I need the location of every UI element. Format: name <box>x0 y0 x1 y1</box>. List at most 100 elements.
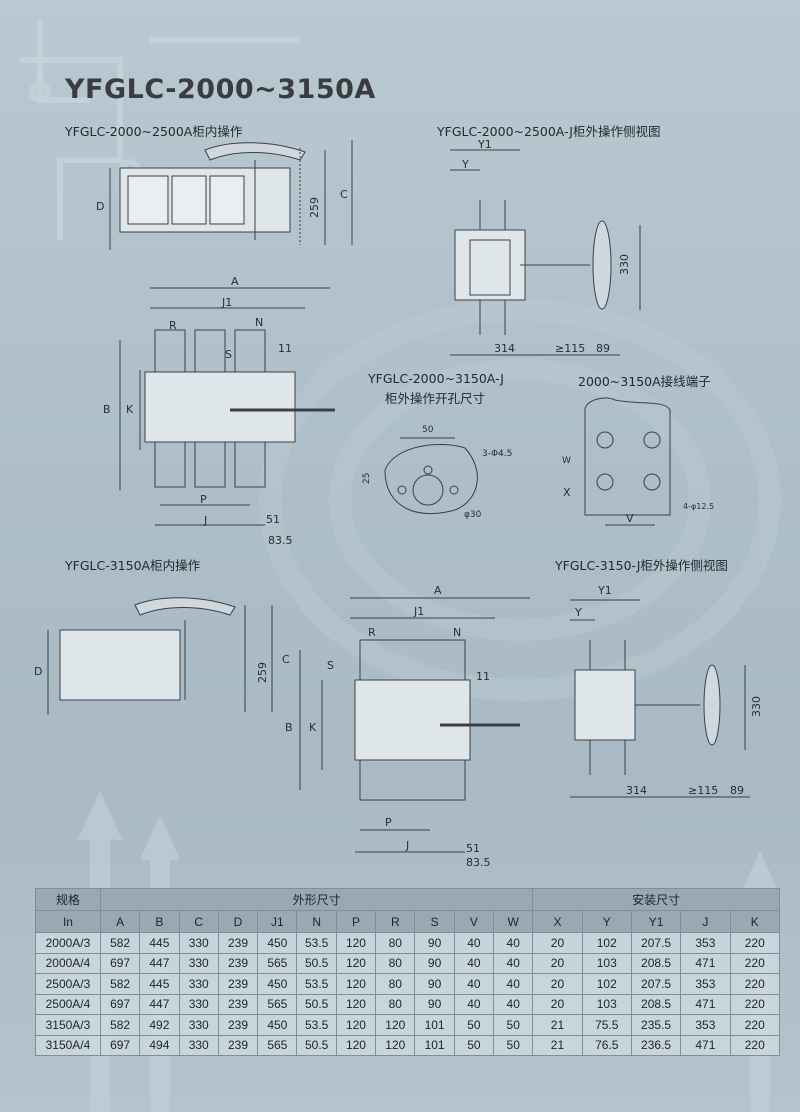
table-cell: 50.5 <box>296 952 337 974</box>
column-header: In <box>35 910 101 933</box>
table-cell: 120 <box>335 993 377 1015</box>
drawing-3150a-inner-top <box>47 597 273 715</box>
dim-label: V <box>626 512 634 525</box>
table-cell: 208.5 <box>630 993 682 1015</box>
column-header: R <box>375 910 416 933</box>
dim-label: 3-Φ4.5 <box>482 449 513 459</box>
table-cell: 697 <box>99 1034 141 1056</box>
drawing-3150-j-side <box>570 599 750 798</box>
table-cell: 353 <box>680 1014 731 1036</box>
dim-label: 330 <box>750 696 763 717</box>
dim-label: P <box>385 816 392 829</box>
table-cell: 582 <box>99 932 141 954</box>
table-cell: 76.5 <box>581 1034 632 1056</box>
table-cell: 330 <box>178 932 219 954</box>
table-cell: 447 <box>139 993 180 1015</box>
row-label: 3150A/3 <box>35 1014 101 1036</box>
table-cell: 40 <box>493 932 534 954</box>
dim-label: Y1 <box>478 138 492 151</box>
table-cell: 697 <box>99 993 141 1015</box>
dim-label: 314 <box>626 784 647 797</box>
table-cell: 450 <box>257 932 298 954</box>
page-title: YFGLC-2000~3150A <box>65 74 376 105</box>
table-cell: 53.5 <box>296 932 337 954</box>
column-header: C <box>178 910 219 933</box>
dim-label: S <box>327 659 334 672</box>
table-cell: 220 <box>729 973 780 995</box>
table-cell: 90 <box>414 973 455 995</box>
table-cell: 50 <box>453 1014 495 1036</box>
table-cell: 330 <box>178 1014 219 1036</box>
table-cell: 239 <box>217 952 259 974</box>
dim-label: P <box>200 493 207 506</box>
table-cell: 90 <box>414 993 455 1015</box>
dim-label: Y1 <box>598 584 612 597</box>
table-cell: 494 <box>139 1034 180 1056</box>
table-cell: 239 <box>217 932 259 954</box>
drawing-3150a-front <box>299 597 530 853</box>
table-cell: 220 <box>729 1034 780 1056</box>
caption-cutout-1: YFGLC-2000~3150A-J <box>368 371 504 386</box>
caption-3150a-inner: YFGLC-3150A柜内操作 <box>65 558 201 573</box>
header-spec: 规格 <box>35 888 101 911</box>
drawing-2500a-j-side <box>450 149 641 356</box>
table-cell: 50 <box>493 1034 534 1056</box>
header-outline-dimensions: 外形尺寸 <box>99 888 534 911</box>
dim-label: B <box>103 403 111 416</box>
table-cell: 445 <box>139 973 180 995</box>
table-cell: 80 <box>375 932 416 954</box>
dim-label: K <box>309 721 317 734</box>
table-cell: 40 <box>453 993 495 1015</box>
table-cell: 40 <box>453 973 495 995</box>
dim-label: D <box>96 200 105 213</box>
table-cell: 20 <box>532 932 583 954</box>
table-cell: 235.5 <box>630 1014 682 1036</box>
table-cell: 471 <box>680 993 731 1015</box>
column-header: X <box>532 910 583 933</box>
row-label: 2500A/4 <box>35 993 101 1015</box>
table-cell: 471 <box>680 1034 731 1056</box>
table-cell: 353 <box>680 973 731 995</box>
row-label: 2500A/3 <box>35 973 101 995</box>
dim-label: C <box>282 653 290 666</box>
table-cell: 220 <box>729 1014 780 1036</box>
table-cell: 21 <box>532 1034 583 1056</box>
caption-2500a-j-side: YFGLC-2000~2500A-J柜外操作侧视图 <box>437 124 661 139</box>
column-header: A <box>99 910 141 933</box>
table-cell: 80 <box>375 952 416 974</box>
table-cell: 239 <box>217 1014 259 1036</box>
table-cell: 220 <box>729 932 780 954</box>
table-cell: 53.5 <box>296 1014 337 1036</box>
row-label: 3150A/4 <box>35 1034 101 1056</box>
column-header: D <box>217 910 259 933</box>
dim-label: 259 <box>256 662 269 683</box>
table-cell: 353 <box>680 932 731 954</box>
drawing-panel-cutout <box>384 437 478 515</box>
column-header: J1 <box>257 910 298 933</box>
column-header: S <box>414 910 455 933</box>
table-cell: 20 <box>532 952 583 974</box>
table-cell: 75.5 <box>581 1014 632 1036</box>
table-cell: 102 <box>581 973 632 995</box>
dim-label: 89 <box>596 342 610 355</box>
table-cell: 103 <box>581 952 632 974</box>
dim-label: Y <box>575 606 582 619</box>
table-cell: 220 <box>729 952 780 974</box>
table-cell: 40 <box>453 932 495 954</box>
dim-label: ≥115 <box>555 342 586 355</box>
table-cell: 20 <box>532 993 583 1015</box>
drawing-terminal <box>584 397 671 526</box>
dim-label: 83.5 <box>268 534 293 547</box>
table-cell: 50 <box>453 1034 495 1056</box>
dim-label: N <box>255 316 264 329</box>
row-label: 2000A/4 <box>35 952 101 974</box>
dim-label: W <box>562 456 571 466</box>
table-cell: 120 <box>335 952 377 974</box>
dim-label: φ30 <box>464 510 482 520</box>
column-header: J <box>680 910 731 933</box>
